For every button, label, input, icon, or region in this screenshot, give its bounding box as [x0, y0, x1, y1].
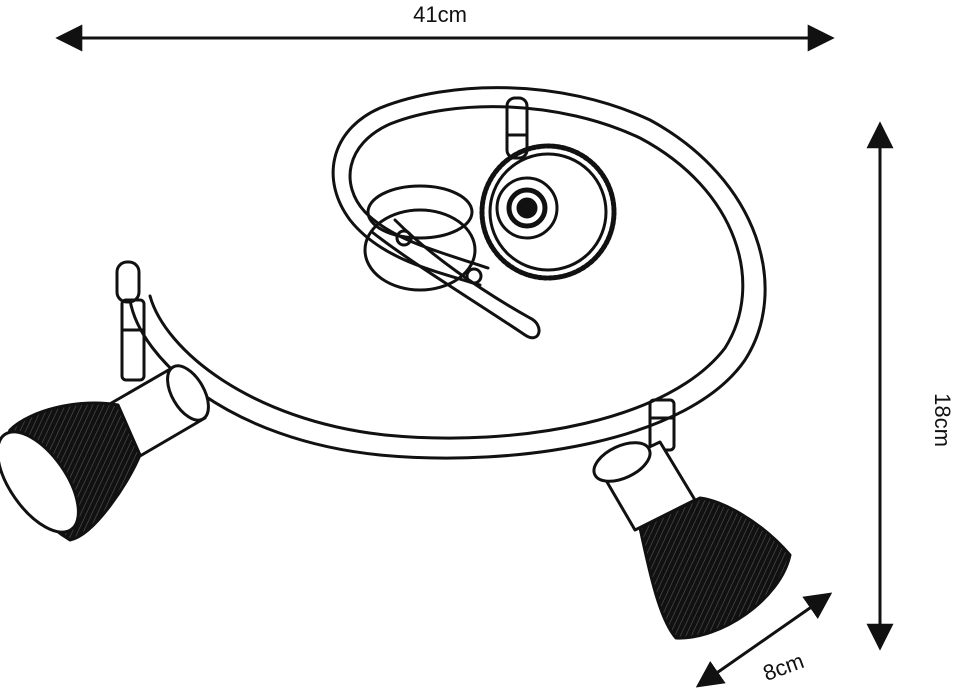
left-stem-joint: [120, 298, 146, 382]
spiral-arm-inner: [148, 105, 745, 440]
right-lamp-socket-end: [592, 441, 652, 483]
canopy-rim: [366, 184, 474, 240]
top-lamp-bulb: [516, 197, 538, 219]
top-lamp-shade: [479, 143, 617, 281]
canopy-screw-right: [465, 267, 483, 285]
canopy-screw-left: [395, 229, 413, 247]
height-label: 18cm: [930, 393, 955, 447]
canopy-base: [363, 208, 477, 292]
spiral-arm-outer: [128, 86, 767, 460]
left-stem: [115, 260, 141, 304]
depth-arrow: [695, 592, 833, 688]
left-lamp-opening: [0, 430, 80, 534]
depth-label: 8cm: [760, 648, 808, 686]
right-lamp-shade: [638, 496, 792, 640]
ceiling-lamp: [0, 86, 792, 640]
top-stem: [505, 96, 529, 160]
top-lamp-rim: [488, 152, 608, 272]
top-lamp-holder: [495, 176, 559, 240]
width-label: 41cm: [413, 2, 467, 27]
left-lamp-socket-end: [166, 364, 210, 422]
center-rod: [370, 218, 541, 340]
top-lamp-bulb-ring: [506, 187, 548, 229]
width-dimension: 41cm: [55, 2, 835, 52]
height-dimension: 18cm: [866, 121, 955, 651]
